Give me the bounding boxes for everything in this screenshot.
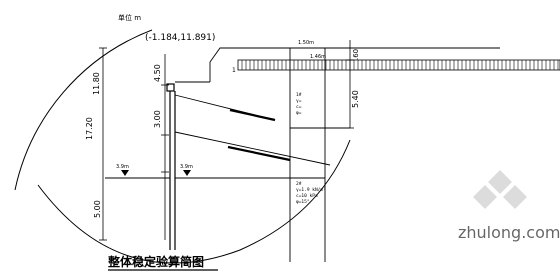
slip-arc-upper: [14, 29, 153, 191]
anchor-upper-bond: [229, 108, 276, 122]
soil-layer-1-line: φ=: [296, 111, 302, 116]
soil-layer-2-line: φ=15°: [296, 199, 310, 205]
right-tag: 1.46m: [310, 54, 326, 60]
soil-layer-1-line: 1#: [296, 92, 302, 98]
anchor-lower: [174, 131, 331, 166]
top-tag: 1.50m: [298, 40, 314, 46]
dim-0-60: .60: [352, 49, 360, 60]
water-level-icon: [121, 170, 129, 176]
watermark-text: zhulong.com: [458, 223, 560, 242]
dim-5-00: 5.00: [93, 200, 102, 218]
mark-one: 1: [232, 67, 236, 74]
surcharge-strip: [237, 59, 560, 71]
ground-upper: [209, 47, 500, 82]
slip-arc-lower: [37, 139, 351, 264]
water-level-icon: [183, 170, 191, 176]
dim-4-50: 4.50: [153, 64, 162, 82]
anchor-lower-bond: [227, 145, 291, 162]
dim-total-left: 17.20: [85, 117, 94, 140]
soil-layer-2-line: γ=1.9 kN/m³: [296, 187, 326, 193]
water-label-mid: 3.9m: [180, 164, 193, 170]
center-coordinate: (-1.184,11.891): [145, 33, 215, 43]
dim-5-40: 5.40: [351, 90, 360, 108]
watermark-logo: [473, 170, 527, 209]
dim-sub-left: 11.80: [92, 72, 101, 95]
soil-layer-1-line: c=: [296, 105, 302, 110]
soil-layer-1-line: γ=: [296, 99, 302, 104]
dim-3-00: 3.00: [153, 110, 162, 128]
soil-layer-2-line: c=10 kPa: [296, 193, 318, 199]
diagram-title: 整体稳定验算简图: [107, 254, 204, 269]
unit-label: 单位 m: [118, 13, 141, 22]
surcharge-hatching: [241, 60, 559, 70]
water-label-left: 3.9m: [116, 164, 129, 170]
soil-layer-2-line: 2#: [296, 181, 302, 187]
